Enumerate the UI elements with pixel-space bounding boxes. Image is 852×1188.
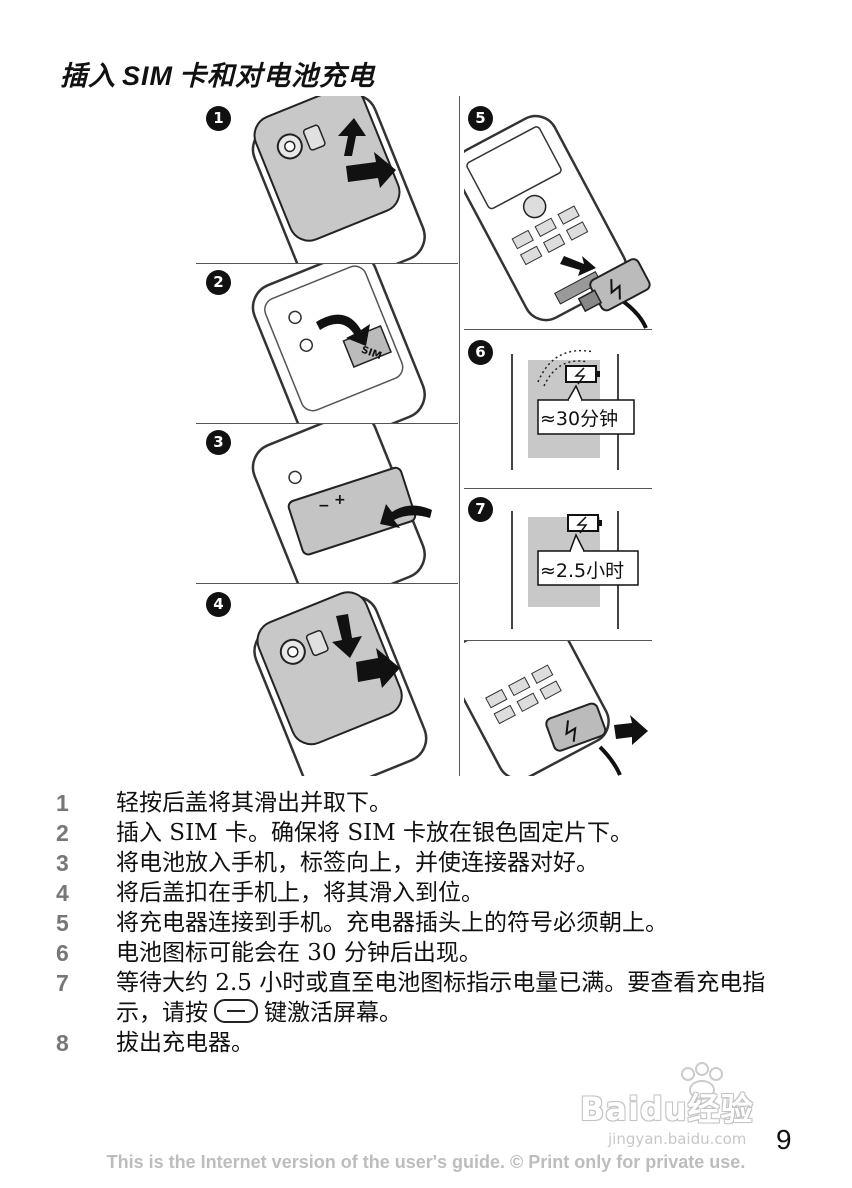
svg-text:−: − bbox=[318, 498, 330, 514]
sim-card-insertion-illustration: SIM bbox=[251, 264, 426, 423]
step-number: 7 bbox=[56, 970, 69, 996]
list-item: 1 轻按后盖将其滑出并取下。 bbox=[56, 788, 776, 818]
step-text: 电池图标可能会在 30 分钟后出现。 bbox=[116, 940, 482, 966]
step-number-badge: 6 bbox=[468, 340, 493, 365]
charger-connection-illustration bbox=[464, 114, 651, 329]
list-item: 5 将充电器连接到手机。充电器插头上的符号必须朝上。 bbox=[56, 908, 746, 938]
step-number-badge: 1 bbox=[206, 106, 231, 131]
watermark-logo: Baidu经验 bbox=[580, 1090, 754, 1128]
battery-icon-30min-illustration bbox=[511, 349, 635, 470]
step-text: 等待大约 2.5 小时或直至电池图标指示电量已满。要查看充电指示，请按键激活屏幕… bbox=[116, 970, 766, 1026]
panel-5: 5 bbox=[464, 96, 652, 329]
page-number: 9 bbox=[776, 1124, 792, 1155]
watermark-url: jingyan.baidu.com bbox=[608, 1130, 747, 1148]
panel-3: 3 + − bbox=[196, 424, 458, 583]
phone-back-cover-removal-illustration bbox=[251, 96, 426, 263]
step-number-badge: 3 bbox=[206, 430, 231, 455]
list-item: 2 插入 SIM 卡。确保将 SIM 卡放在银色固定片下。 bbox=[56, 818, 776, 848]
panel-1: 1 bbox=[196, 96, 458, 263]
step-number: 5 bbox=[56, 910, 69, 936]
step-text: 拔出充电器。 bbox=[116, 1030, 254, 1056]
list-item: 3 将电池放入手机，标签向上，并使连接器对好。 bbox=[56, 848, 776, 878]
charge-time-callout: ≈30分钟 bbox=[540, 408, 619, 430]
list-item: 4 将后盖扣在手机上，将其滑入到位。 bbox=[56, 878, 776, 908]
svg-text:+: + bbox=[334, 492, 346, 508]
list-item: 7 等待大约 2.5 小时或直至电池图标指示电量已满。要查看充电指示，请按键激活… bbox=[56, 968, 776, 1028]
panel-6: 6 ≈30分钟 bbox=[464, 330, 652, 488]
step-number-badge: 7 bbox=[468, 497, 493, 522]
panel-8: 8 bbox=[464, 641, 652, 776]
minus-key-icon bbox=[214, 999, 258, 1023]
step-number: 1 bbox=[56, 790, 69, 816]
step-number: 2 bbox=[56, 820, 69, 846]
step-number-badge: 5 bbox=[468, 106, 493, 131]
battery-insertion-illustration: + − bbox=[251, 424, 432, 583]
watermark: Baidu经验 jingyan.baidu.com bbox=[580, 1062, 810, 1152]
charger-removal-illustration bbox=[464, 641, 648, 776]
step-number-badge: 4 bbox=[206, 592, 231, 617]
title-sim: SIM bbox=[122, 61, 174, 91]
divider-vertical bbox=[459, 96, 460, 776]
divider bbox=[196, 583, 458, 584]
step-text: 将电池放入手机，标签向上，并使连接器对好。 bbox=[116, 850, 599, 876]
panel-7: 7 ≈2.5小时 bbox=[464, 489, 652, 640]
back-cover-attach-illustration bbox=[253, 591, 428, 776]
divider bbox=[464, 329, 652, 330]
step-number-badge: 2 bbox=[206, 270, 231, 295]
panel-4: 4 bbox=[196, 584, 458, 776]
step-number: 4 bbox=[56, 880, 69, 906]
step-text: 插入 SIM 卡。确保将 SIM 卡放在银色固定片下。 bbox=[116, 820, 634, 846]
step-number: 3 bbox=[56, 850, 69, 876]
list-item: 8 拔出充电器。 bbox=[56, 1028, 776, 1058]
step-text: 将后盖扣在手机上，将其滑入到位。 bbox=[116, 880, 484, 906]
illustration-grid: 1 2 SIM bbox=[196, 96, 656, 776]
battery-full-2-5h-illustration bbox=[511, 511, 639, 629]
instruction-list: 1 轻按后盖将其滑出并取下。 2 插入 SIM 卡。确保将 SIM 卡放在银色固… bbox=[56, 788, 776, 1058]
paw-logo-icon bbox=[681, 1062, 723, 1100]
step-text: 轻按后盖将其滑出并取下。 bbox=[116, 790, 392, 816]
divider bbox=[464, 488, 652, 489]
panel-2: 2 SIM bbox=[196, 264, 458, 423]
footer-note: This is the Internet version of the user… bbox=[106, 1152, 746, 1172]
step-number: 8 bbox=[56, 1030, 69, 1056]
step-number: 6 bbox=[56, 940, 69, 966]
list-item: 6 电池图标可能会在 30 分钟后出现。 bbox=[56, 938, 776, 968]
charge-time-callout: ≈2.5小时 bbox=[540, 560, 625, 582]
step-text: 将充电器连接到手机。充电器插头上的符号必须朝上。 bbox=[116, 910, 668, 936]
